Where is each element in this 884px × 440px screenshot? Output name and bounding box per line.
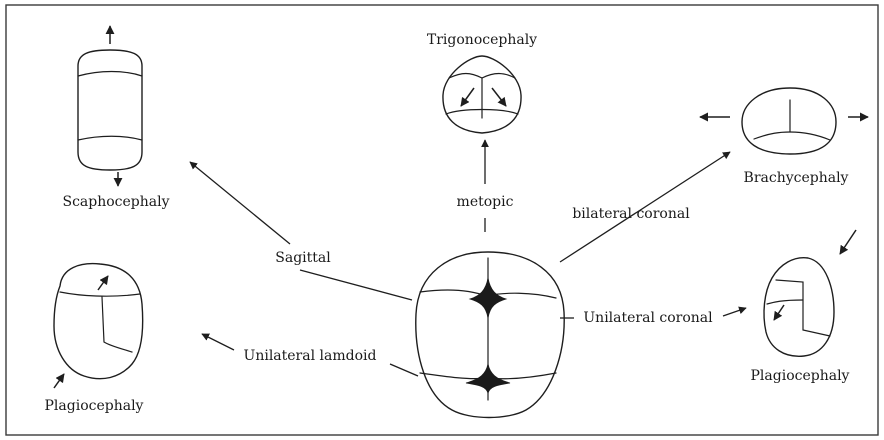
sagittal-label: Sagittal bbox=[275, 250, 331, 266]
metopic-label: metopic bbox=[457, 194, 514, 210]
unilateral-lamdoid-label: Unilateral lamdoid bbox=[244, 348, 377, 364]
figure-frame bbox=[6, 5, 878, 435]
plagiocephaly-left-label: Plagiocephaly bbox=[45, 398, 144, 414]
brachycephaly-label: Brachycephaly bbox=[744, 170, 849, 186]
plagiocephaly-right-label: Plagiocephaly bbox=[751, 368, 850, 384]
bilateral-coronal-label: bilateral coronal bbox=[572, 206, 690, 222]
trigonocephaly-label: Trigonocephaly bbox=[427, 32, 537, 48]
unilateral-coronal-label: Unilateral coronal bbox=[583, 310, 713, 326]
scaphocephaly-label: Scaphocephaly bbox=[62, 194, 169, 210]
